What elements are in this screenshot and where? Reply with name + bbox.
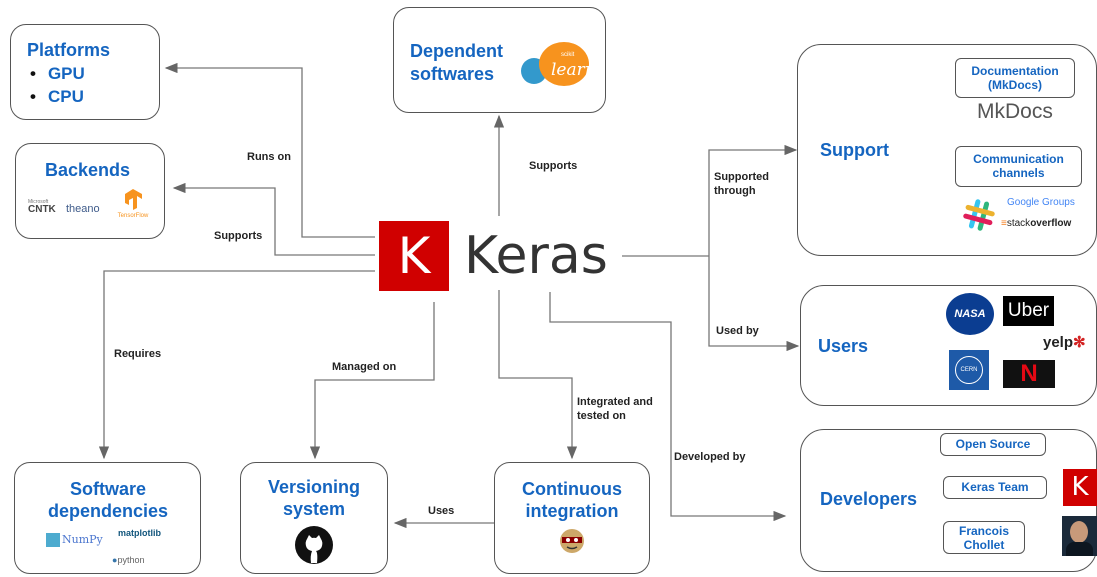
tensorflow-logo: TensorFlow	[111, 188, 155, 219]
github-icon	[294, 525, 334, 565]
nasa-logo: NASA	[946, 293, 994, 335]
francois-chollet-avatar	[1062, 516, 1097, 556]
edge-runs-on	[164, 62, 375, 238]
slack-logo-icon	[962, 198, 996, 232]
edge-label-managed-on: Managed on	[332, 361, 397, 373]
edge-label-used-by: Used by	[716, 325, 759, 337]
open-source-label: Open Source	[940, 433, 1046, 456]
documentation-label: Documentation(MkDocs)	[955, 58, 1075, 98]
edge-label-supports-dependent: Supports	[529, 160, 578, 172]
node-software-dependencies	[14, 462, 201, 574]
matplotlib-logo: matplotlib	[118, 528, 161, 538]
platforms-list: GPU CPU	[30, 62, 85, 108]
edge-used-by	[708, 256, 800, 352]
users-title: Users	[818, 336, 869, 356]
sklearn-logo: scikit learn	[521, 40, 601, 90]
keras-logo: K	[379, 221, 449, 291]
yelp-logo: yelp✻	[1043, 334, 1086, 351]
uber-logo: Uber	[1003, 296, 1054, 326]
edge-supports-backends	[172, 182, 375, 256]
edge-integrated	[498, 290, 578, 460]
edge-managed-on	[309, 302, 435, 460]
edge-developed-by	[549, 292, 787, 522]
edge-supported-through	[708, 144, 798, 256]
edge-requires	[98, 270, 375, 460]
developers-title: Developers	[820, 489, 918, 509]
node-continuous-integration	[494, 462, 650, 574]
node-backends	[15, 143, 165, 239]
keras-wordmark: Keras	[464, 226, 608, 286]
edge-label-requires: Requires	[114, 348, 162, 360]
node-dependent-softwares	[393, 7, 606, 113]
backends-title: Backends	[45, 160, 131, 180]
platforms-title: Platforms	[27, 40, 111, 60]
python-logo: ●python	[112, 555, 145, 565]
google-groups-logo: Google Groups	[1007, 197, 1075, 208]
keras-team-k-logo: K	[1063, 469, 1097, 506]
travis-ci-icon	[558, 526, 586, 554]
edge-label-developed-by: Developed by	[674, 451, 746, 463]
platform-item: CPU	[30, 85, 85, 108]
platform-item: GPU	[30, 62, 85, 85]
keras-k-letter: K	[397, 227, 431, 285]
numpy-logo: NumPy	[46, 533, 103, 547]
tensorflow-icon	[125, 189, 142, 210]
theano-logo: theano	[66, 203, 100, 215]
stackoverflow-logo: ≡stackoverflow	[1001, 218, 1072, 229]
edge-label-supports-backends: Supports	[214, 230, 263, 242]
mkdocs-logo: MkDocs	[977, 100, 1053, 123]
edge-label-uses: Uses	[428, 505, 455, 517]
support-title: Support	[820, 140, 889, 160]
cntk-logo: Microsoft CNTK	[28, 199, 56, 215]
cern-logo: CERN	[949, 350, 989, 390]
keras-team-label: Keras Team	[943, 476, 1047, 499]
netflix-logo: N	[1003, 360, 1055, 388]
edge-label-runs-on: Runs on	[247, 151, 291, 163]
